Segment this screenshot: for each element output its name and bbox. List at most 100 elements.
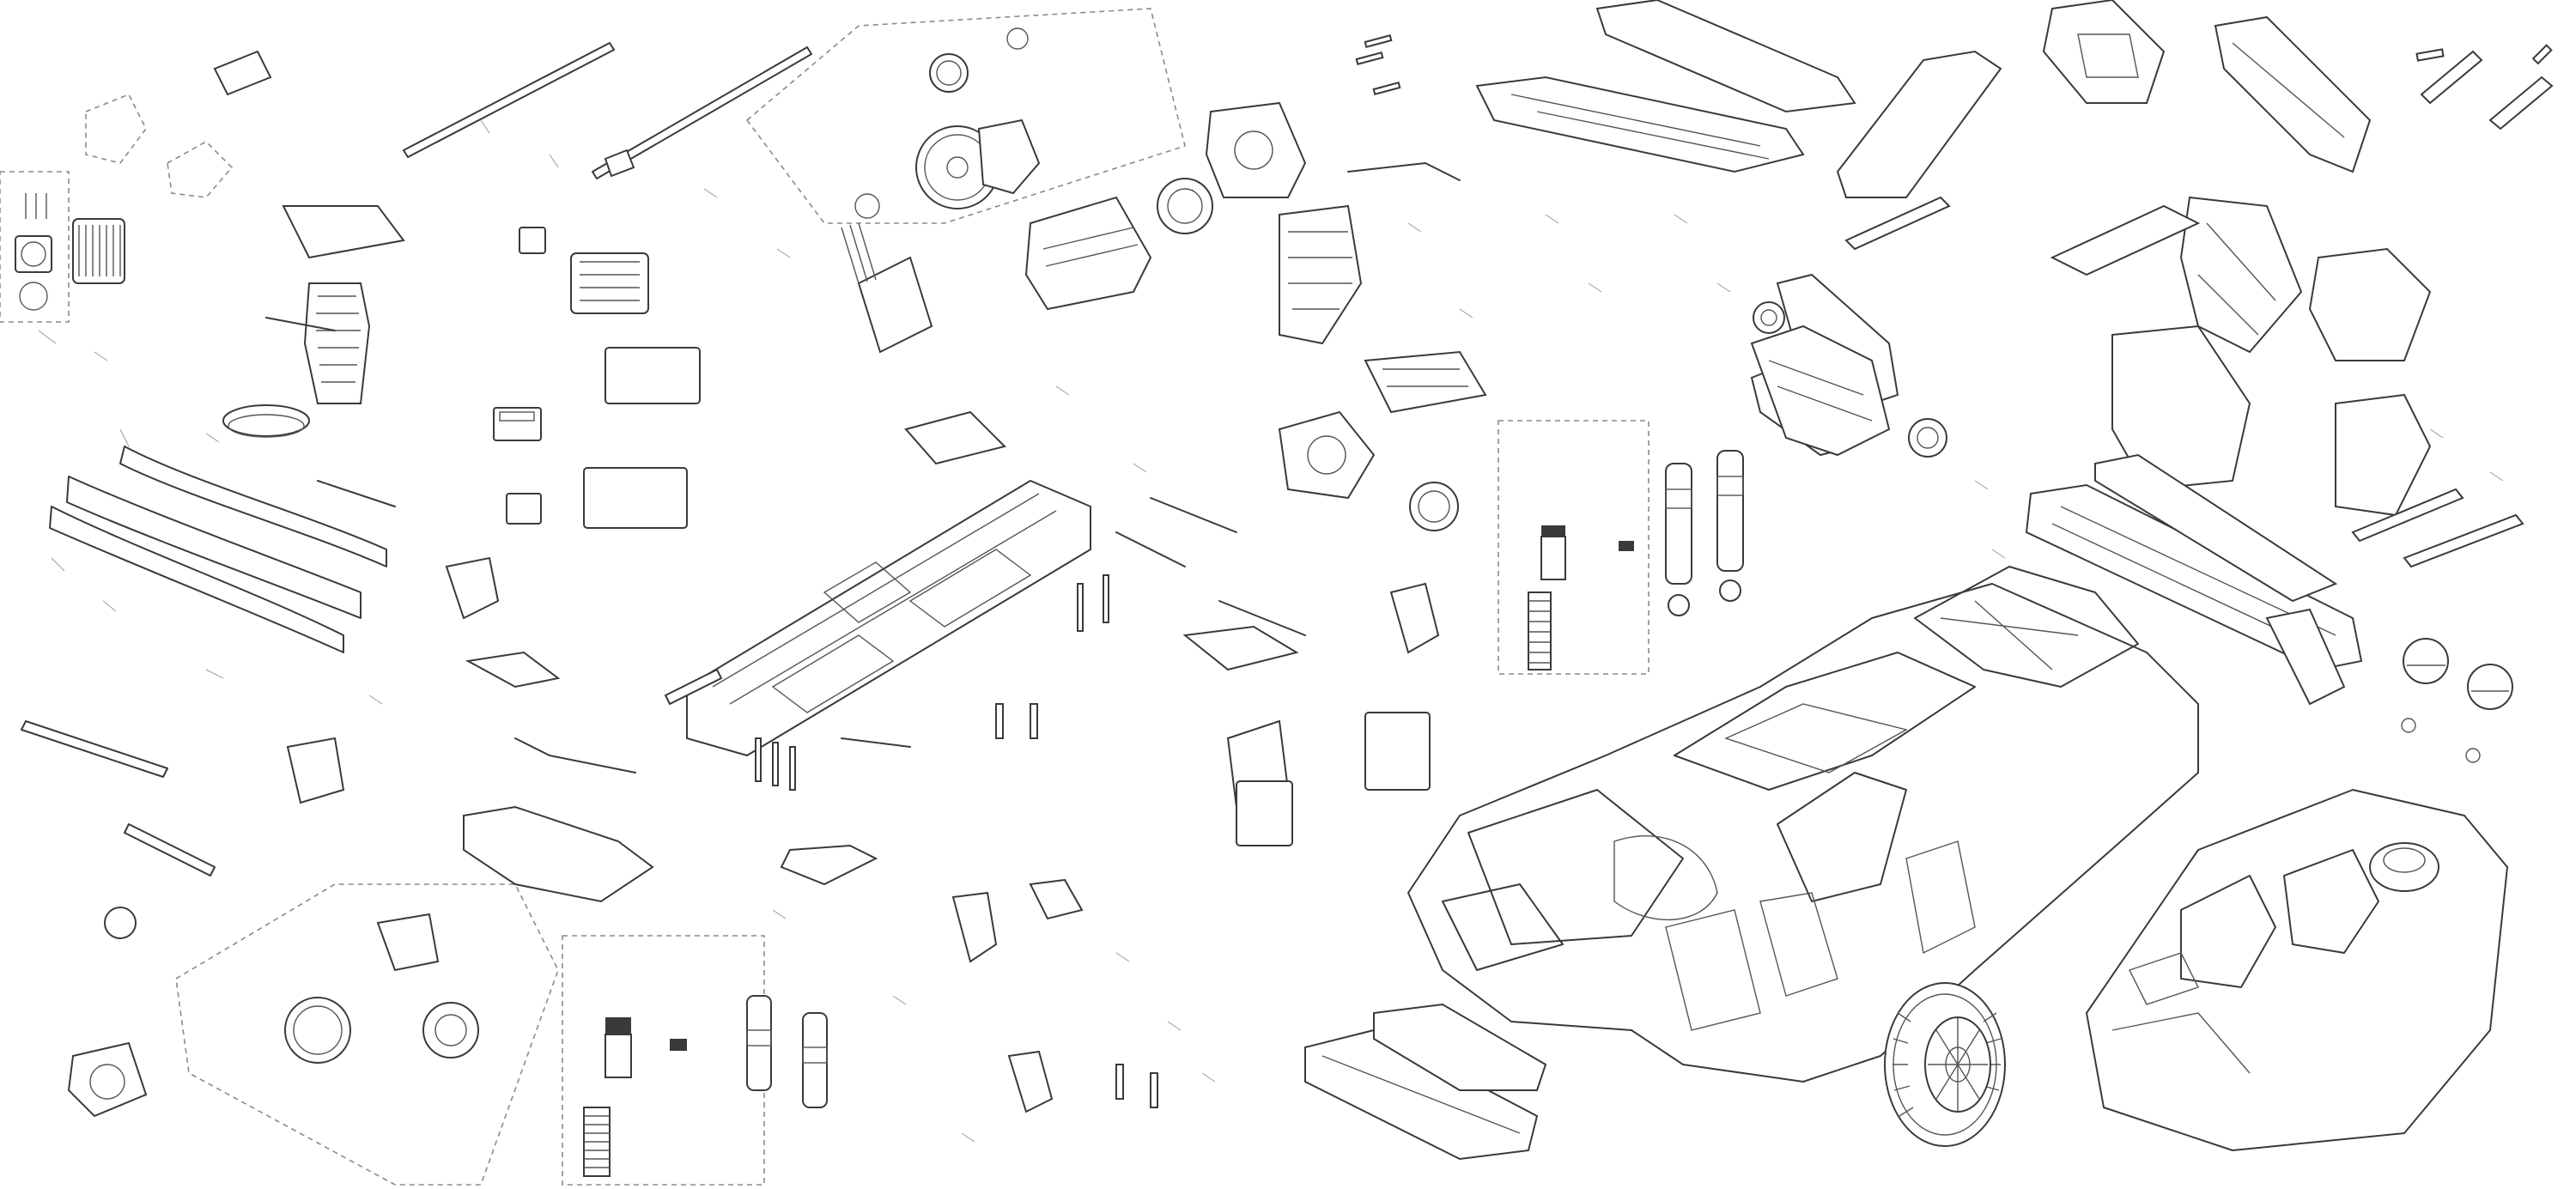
steering-link <box>1115 531 1186 567</box>
transmission-case <box>1024 101 1363 345</box>
front-diff-group-outline <box>175 883 559 1186</box>
motor-fan <box>15 235 52 273</box>
front-upper-arm <box>465 651 561 689</box>
pinion-gear <box>929 53 969 93</box>
body-fender-front <box>1442 883 1564 971</box>
cage-cross-link <box>1844 196 1951 251</box>
fan-small <box>519 227 546 254</box>
servo <box>506 493 542 525</box>
turnbuckle-3 <box>1150 497 1237 533</box>
chassis-plate <box>686 479 1091 757</box>
shock-body-black <box>605 1017 631 1034</box>
body-hood <box>1467 789 1684 945</box>
misc-linkages <box>265 162 1461 920</box>
rear-bumper-top <box>1475 0 2002 457</box>
rear-cage-frame <box>2111 325 2251 491</box>
small-washer-1 <box>2401 718 2416 733</box>
link-bar-1 <box>2420 50 2483 105</box>
group-outlines <box>0 8 1649 1186</box>
tub-seat-left <box>2180 875 2276 988</box>
receiver <box>493 407 542 441</box>
rear-chassis-rail <box>2025 453 2363 706</box>
wheel-tire <box>1884 982 2006 1147</box>
cage-rail-long <box>1595 0 1856 113</box>
body-outline <box>1407 583 2199 1083</box>
sway-bar-2 <box>514 737 636 773</box>
hardware-pins <box>755 33 2553 1108</box>
diff-housing <box>977 118 1041 195</box>
rear-wheel-bearing <box>1908 418 1947 458</box>
tub-tank <box>2369 842 2439 892</box>
motor-fan-grill <box>19 282 48 311</box>
front-bumper-frame <box>1750 325 1891 457</box>
cage-brace-diagonal <box>1836 50 2002 198</box>
hex-hub <box>1753 301 1785 334</box>
center-driveshaft-front <box>403 42 615 158</box>
front-cv-shaft <box>124 823 216 877</box>
driver-helmet-2 <box>2467 664 2513 710</box>
gearbox-housing <box>1205 101 1307 198</box>
center-driveshafts <box>213 42 812 179</box>
tub-seat-right <box>2283 849 2379 954</box>
front-bumper-plates <box>49 446 387 653</box>
bumper-plate-middle <box>66 476 361 619</box>
truck-body-shell <box>1407 566 2199 1083</box>
bumper-plate-lower <box>49 506 344 653</box>
front-bumper-mount <box>282 205 405 259</box>
receiver-box <box>605 347 701 404</box>
hub-carrier <box>951 891 998 963</box>
bumper-ring <box>222 404 310 437</box>
cage-roof-frame <box>2042 0 2166 104</box>
front-shock-1 <box>746 995 772 1091</box>
rear-lower-arm <box>904 410 1006 465</box>
rear-shock-2 <box>1716 450 1744 572</box>
rear-guard-plate <box>2265 608 2346 706</box>
rear-upper-arm <box>1182 625 1299 671</box>
front-bulkhead <box>222 205 405 438</box>
steering-knuckle <box>1007 1050 1054 1113</box>
center-driveshaft-rear <box>592 46 812 179</box>
esc-unit <box>570 252 649 314</box>
turnbuckle-1 <box>265 317 336 331</box>
body-door <box>1759 892 1838 997</box>
gearbox-group-outline <box>745 8 1186 224</box>
rear-hub <box>1389 582 1440 654</box>
diff-outdrive <box>104 907 137 939</box>
rear-bumper-bar <box>1475 76 1805 173</box>
driver-parts <box>2401 638 2513 763</box>
front-ring-gear <box>284 997 351 1064</box>
sway-bar <box>1347 162 1461 181</box>
motor-heatsink <box>72 218 125 284</box>
body-roof <box>1674 652 1976 791</box>
center-diff <box>1157 178 1213 234</box>
rear-light-bar <box>2335 393 2432 517</box>
turnbuckle-4 <box>1218 600 1306 636</box>
rear-shock-spring <box>1528 591 1552 670</box>
chassis-brace <box>664 668 723 706</box>
rear-bumper-rail <box>2094 453 2338 603</box>
motor-mount <box>1279 204 1363 345</box>
interior-tub <box>2086 789 2508 1151</box>
ring-gear <box>1409 482 1459 531</box>
front-knuckle-left <box>286 737 345 804</box>
rear-gearbox-cover <box>1364 350 1487 414</box>
shaft-yoke <box>213 50 272 96</box>
tub-dash <box>2129 952 2199 1005</box>
rear-shock-1 <box>1665 463 1692 585</box>
front-bumper-lower <box>1373 1003 1547 1091</box>
front-shock-set <box>583 995 828 1177</box>
cage-bar-lower <box>2050 204 2201 276</box>
gear-cover <box>1024 196 1152 311</box>
suspension-arms-center <box>904 350 1487 846</box>
front-diff-cover <box>67 1041 148 1118</box>
front-gearbox-housing <box>376 913 440 972</box>
center-bumper-frame <box>1750 301 1947 458</box>
front-bumper-bottom <box>1304 1003 1547 1161</box>
electronics <box>493 227 701 529</box>
motor-group-outline <box>0 171 70 323</box>
bumper-plate-upper <box>119 446 387 567</box>
rear-shock-group-outline <box>1498 420 1649 675</box>
front-skid-plate <box>463 805 654 903</box>
front-diff-group <box>21 720 479 1118</box>
